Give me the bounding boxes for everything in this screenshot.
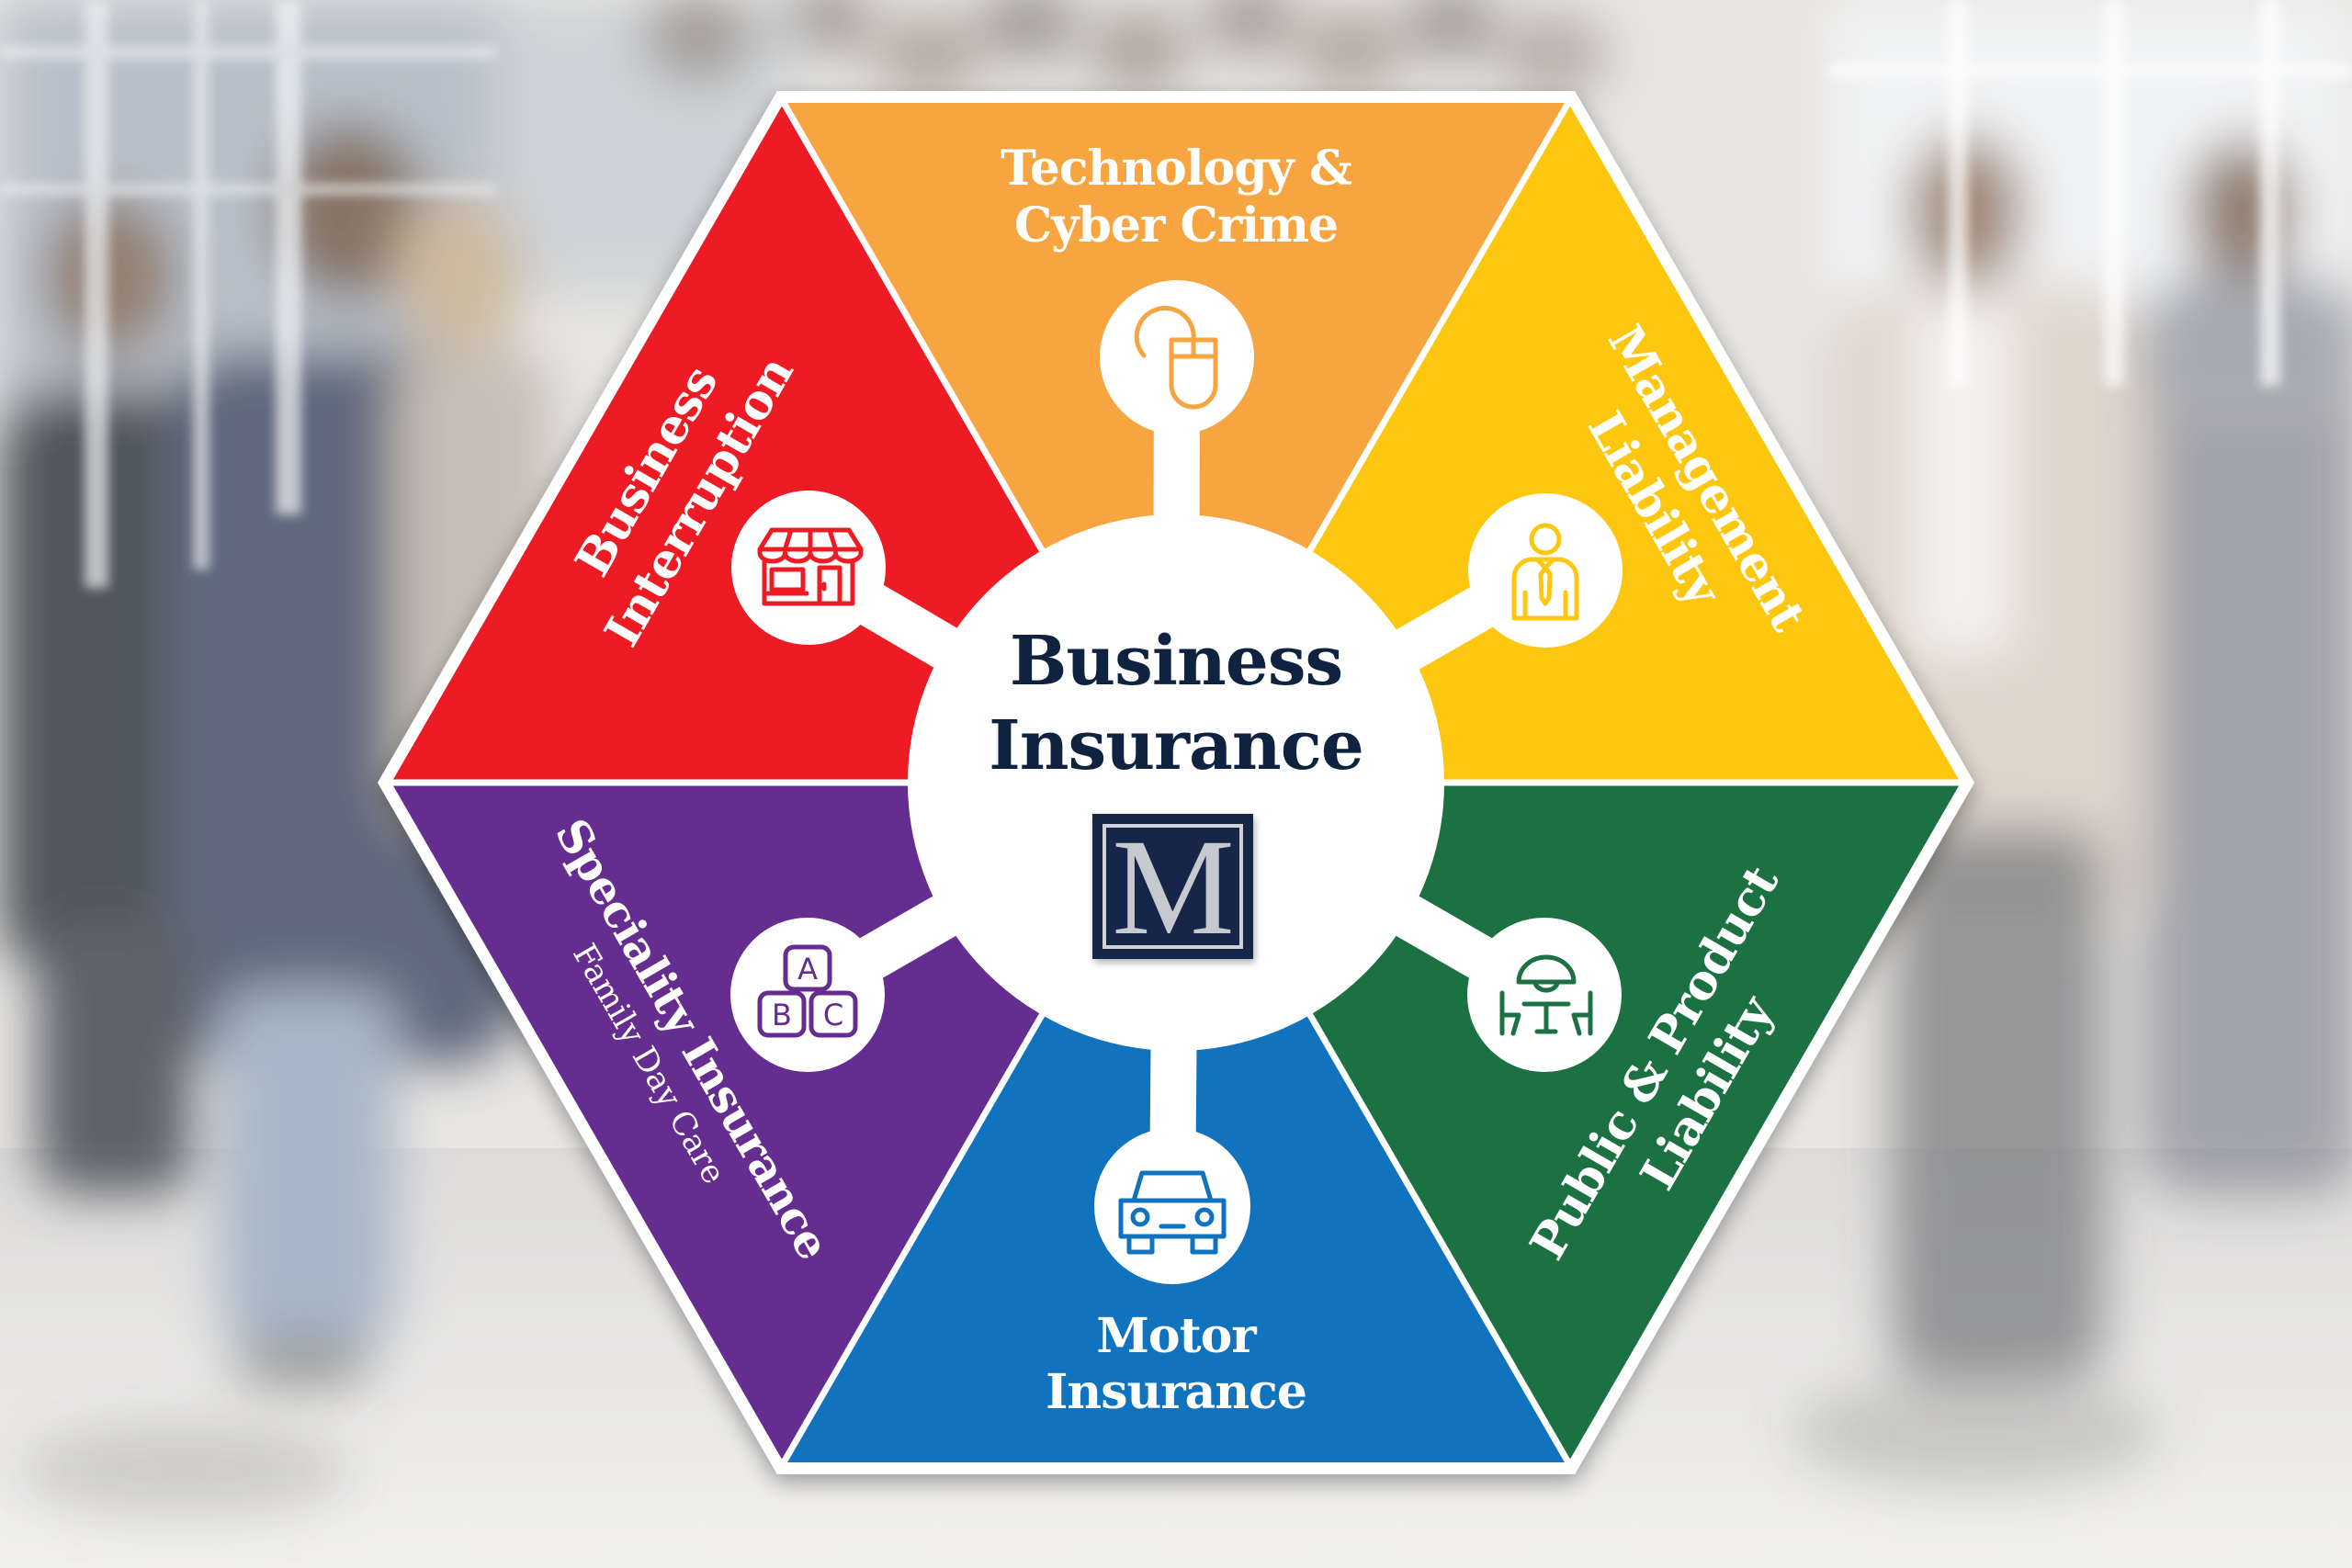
label-motor-line-2: Insurance (1046, 1364, 1306, 1420)
icon-circle-business-interruption (731, 491, 886, 645)
car-icon (1118, 1170, 1227, 1255)
background-crowd-head (1089, 9, 1190, 92)
car-body (1118, 1198, 1227, 1239)
chair-right (1571, 990, 1593, 1036)
window-frame (2104, 0, 2124, 386)
background-crowd-head (1406, 0, 1498, 60)
center-title-line-2: Insurance (989, 706, 1363, 785)
background-person-legs (220, 992, 395, 1341)
background-crowd-head (978, 0, 1080, 60)
logo-inner-border (1102, 824, 1243, 949)
mouse-buttons (1169, 337, 1218, 359)
window-frame (1828, 64, 2352, 77)
background-crowd-head (1295, 9, 1406, 92)
icon-circle-speciality (730, 918, 885, 1072)
logo-letter: M (1112, 811, 1234, 964)
computer-mouse-icon (1134, 306, 1218, 410)
window-frame (1948, 0, 1968, 386)
company-logo: M (1092, 811, 1253, 964)
icon-circle-motor (1094, 1128, 1250, 1284)
chair-left (1499, 990, 1521, 1036)
outdoor-table-umbrella-icon (1499, 954, 1593, 1036)
window-frame (0, 46, 496, 59)
insurance-hexagon (378, 91, 1974, 1474)
window-frame (0, 184, 496, 195)
center-title: Business Insurance (989, 622, 1364, 785)
window-frame (2260, 0, 2280, 386)
center-hub-circle (908, 514, 1444, 1051)
storefront-icon (757, 527, 864, 606)
abc-blocks-icon: A B C (757, 944, 858, 1038)
table (1521, 1001, 1571, 1034)
icon-circle-public (1467, 918, 1622, 1072)
car-roof (1131, 1170, 1214, 1203)
background-person-legs (1893, 827, 2104, 1378)
background-person-head (271, 119, 427, 303)
awning-stripes (783, 527, 838, 552)
awning-scallops (757, 547, 864, 564)
block-letter-c: C (823, 998, 843, 1032)
businessman-arms (1522, 590, 1568, 621)
businessman-tie (1538, 565, 1553, 606)
block-letter-b: B (772, 998, 792, 1032)
label-technology: Technology & Cyber Crime (1001, 141, 1353, 254)
background-window-frames (0, 0, 2352, 588)
abc-block-outlines (757, 944, 858, 1038)
logo-box (1092, 814, 1253, 959)
businessman-head (1529, 523, 1562, 556)
background-floor-shadow (1792, 1378, 2159, 1488)
background-crowd-head (643, 0, 753, 83)
block-b (757, 990, 807, 1038)
store-door (817, 565, 842, 606)
background-crowd-head (1204, 0, 1295, 55)
background-floor-shadow (18, 1424, 349, 1516)
car-headlight-right (1194, 1207, 1215, 1227)
center-title-line-1: Business (1010, 622, 1342, 701)
label-motor-line-1: Motor (1096, 1308, 1257, 1364)
label-technology-line-1: Technology & (1001, 141, 1352, 197)
businessman-body (1511, 557, 1579, 621)
background-crowd-head (1498, 14, 1608, 96)
umbrella-canopy (1516, 954, 1577, 985)
background-crowd-head (781, 0, 873, 55)
store-walls (762, 559, 855, 606)
umbrella-hub (1532, 979, 1560, 993)
abc-block-letters: A B C (772, 952, 843, 1032)
block-a (783, 944, 832, 992)
label-technology-line-2: Cyber Crime (1014, 197, 1338, 254)
businessman-icon (1511, 523, 1579, 621)
logo-letter-text: M (1112, 811, 1234, 964)
label-motor-insurance: Motor Insurance (1046, 1308, 1307, 1420)
background-person-legs (37, 919, 193, 1194)
background-person-body (2141, 276, 2352, 1194)
mouse-cord (1134, 306, 1196, 358)
mouse-body (1169, 337, 1218, 410)
store-window (769, 567, 806, 592)
background-shoe (230, 1332, 377, 1387)
background-crowd-head (873, 14, 983, 96)
block-c (808, 990, 858, 1038)
background-person-head (41, 193, 179, 358)
block-letter-a: A (797, 952, 818, 987)
car-wheels (1126, 1234, 1218, 1255)
background-person-head (395, 193, 524, 358)
window-frame (85, 0, 108, 588)
car-headlight-left (1130, 1207, 1150, 1227)
window-frame (276, 0, 301, 514)
window-frame (193, 0, 209, 570)
